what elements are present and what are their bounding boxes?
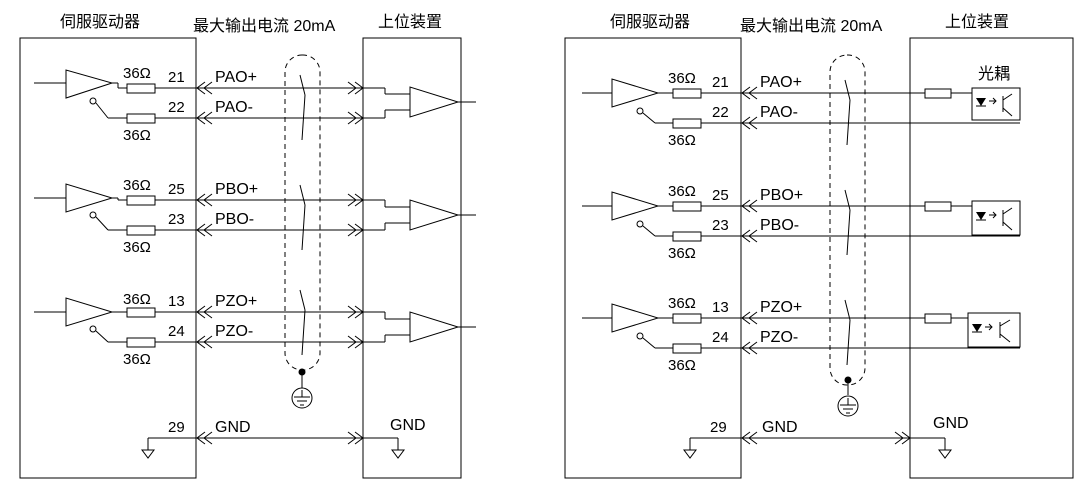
optocoupler-label: 光耦 (978, 65, 1010, 83)
optocoupler-icon (971, 87, 1021, 121)
left-current-title: 最大输出电流 20mA (193, 17, 336, 35)
resistor-label: 36Ω (668, 132, 696, 149)
left-channel-a: 36Ω 21 22 36Ω PAO+ PAO- (34, 65, 476, 144)
signal-label: PZO- (215, 323, 253, 340)
resistor-label: 36Ω (123, 177, 151, 194)
signal-label: PBO- (760, 217, 799, 234)
pin-number: 29 (168, 419, 185, 436)
resistor-label: 36Ω (123, 127, 151, 144)
right-shielded-cable-icon (829, 54, 866, 395)
right-channel-z: 36Ω 13 24 36Ω PZO+ PZO- (582, 295, 1021, 374)
ground-icon (291, 387, 313, 409)
resistor-icon (126, 195, 156, 206)
pin-number: 29 (710, 419, 727, 436)
signal-label: PBO+ (760, 187, 803, 204)
resistor-icon (126, 113, 156, 124)
gnd-label: GND (215, 419, 251, 436)
pin-number: 13 (712, 299, 729, 316)
resistor-icon (672, 343, 702, 354)
resistor-icon (672, 231, 702, 242)
signal-label: PBO- (215, 211, 254, 228)
resistor-label: 36Ω (123, 351, 151, 368)
resistor-icon (126, 337, 156, 348)
left-diagram: 伺服驱动器 最大输出电流 20mA 上位装置 36Ω 21 22 36Ω (19, 13, 476, 479)
optocoupler-icon (967, 312, 1021, 348)
left-host-title: 上位装置 (378, 13, 442, 31)
left-gnd-connection: 29 GND GND (141, 417, 426, 459)
signal-label: PAO+ (760, 74, 802, 91)
pin-number: 23 (712, 217, 729, 234)
signal-label: PAO- (760, 104, 798, 121)
left-driver-box (19, 37, 197, 479)
right-channel-a: 36Ω 21 22 36Ω PAO+ PAO- (582, 70, 1021, 149)
resistor-icon (126, 83, 156, 94)
gnd-label: GND (762, 419, 798, 436)
right-driver-box (564, 37, 742, 479)
pin-number: 25 (168, 181, 185, 198)
left-channel-b: 36Ω 25 23 36Ω PBO+ PBO- (34, 177, 476, 256)
resistor-label: 36Ω (668, 245, 696, 262)
resistor-icon (126, 225, 156, 236)
left-shielded-cable-icon (284, 54, 321, 388)
resistor-icon (924, 201, 952, 212)
left-host-box (362, 37, 462, 479)
left-driver-title: 伺服驱动器 (60, 13, 140, 31)
pin-number: 24 (168, 323, 185, 340)
pin-number: 24 (712, 329, 729, 346)
ground-icon (837, 395, 859, 417)
signal-label: PAO- (215, 99, 253, 116)
signal-label: PAO+ (215, 69, 257, 86)
right-host-box (909, 37, 1074, 479)
right-driver-title: 伺服驱动器 (610, 13, 690, 31)
right-gnd-connection: 29 GND GND (683, 415, 969, 459)
host-gnd-label: GND (933, 415, 969, 432)
resistor-icon (672, 88, 702, 99)
right-diagram: 伺服驱动器 最大输出电流 20mA 上位装置 光耦 36Ω 21 22 36Ω … (564, 13, 1074, 479)
resistor-icon (126, 307, 156, 318)
right-host-title: 上位装置 (945, 13, 1009, 31)
signal-label: PZO+ (760, 299, 802, 316)
pin-number: 21 (168, 69, 185, 86)
pin-number: 13 (168, 293, 185, 310)
pin-number: 25 (712, 187, 729, 204)
left-channel-z: 36Ω 13 24 36Ω PZO+ PZO- (34, 291, 476, 368)
signal-label: PBO+ (215, 181, 258, 198)
signal-label: PZO+ (215, 293, 257, 310)
resistor-label: 36Ω (668, 295, 696, 312)
resistor-label: 36Ω (668, 357, 696, 374)
resistor-label: 36Ω (123, 65, 151, 82)
resistor-icon (672, 201, 702, 212)
resistor-icon (924, 88, 952, 99)
pin-number: 23 (168, 211, 185, 228)
resistor-label: 36Ω (668, 70, 696, 87)
right-current-title: 最大输出电流 20mA (740, 17, 883, 35)
pin-number: 21 (712, 74, 729, 91)
resistor-icon (924, 313, 952, 324)
resistor-icon (672, 118, 702, 129)
optocoupler-icon (971, 200, 1021, 236)
signal-label: PZO- (760, 329, 798, 346)
resistor-label: 36Ω (123, 291, 151, 308)
host-gnd-label: GND (390, 417, 426, 434)
resistor-label: 36Ω (668, 183, 696, 200)
resistor-label: 36Ω (123, 239, 151, 256)
resistor-icon (672, 313, 702, 324)
pin-number: 22 (712, 104, 729, 121)
pin-number: 22 (168, 99, 185, 116)
right-channel-b: 36Ω 25 23 36Ω PBO+ PBO- (582, 183, 1021, 262)
